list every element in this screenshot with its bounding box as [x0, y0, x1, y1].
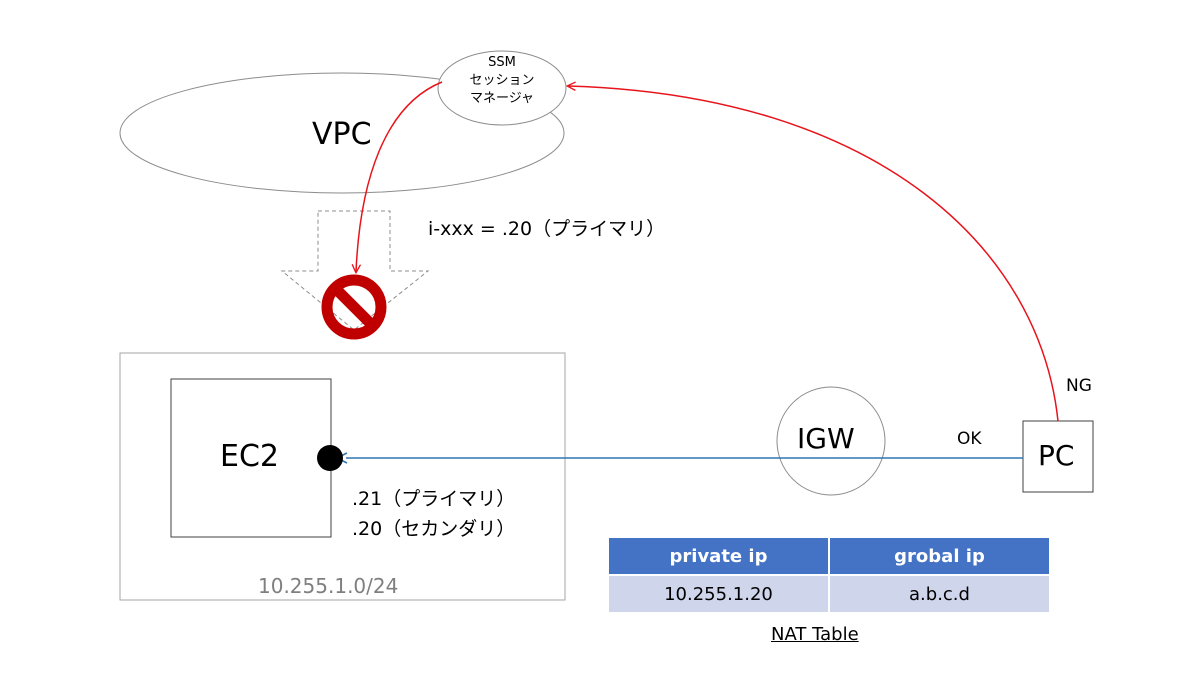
ec2-primary-ip: .21（プライマリ） [352, 488, 516, 510]
vpc-label: VPC [312, 117, 372, 152]
subnet-cidr-label: 10.255.1.0/24 [258, 574, 399, 598]
prohibited-icon [321, 274, 387, 340]
eni-dot [317, 445, 343, 471]
table-row: 10.255.1.20 a.b.c.d [609, 575, 1049, 612]
pc-label: PC [1038, 439, 1075, 472]
ng-label: NG [1066, 376, 1092, 396]
ssm-label: SSM セッション マネージャ [438, 54, 566, 108]
ssm-ellipse [437, 50, 567, 126]
ng-path-arrow [568, 86, 1059, 422]
ssm-label-line-1: SSM [488, 55, 516, 70]
ec2-label: EC2 [220, 439, 279, 474]
ok-label: OK [957, 429, 982, 449]
ssm-label-line-3: マネージャ [469, 91, 535, 106]
nat-header-global-ip: grobal ip [829, 538, 1049, 576]
instance-id-note: i-xxx = .20（プライマリ） [428, 218, 666, 240]
nat-cell-private-ip: 10.255.1.20 [609, 575, 830, 612]
nat-table-caption: NAT Table [771, 624, 859, 645]
nat-table: private ip grobal ip 10.255.1.20 a.b.c.d [609, 538, 1049, 612]
igw-circle [776, 386, 886, 496]
nat-header-private-ip: private ip [609, 538, 830, 576]
ec2-secondary-ip: .20（セカンダリ） [352, 518, 516, 540]
pc-box [1022, 420, 1094, 493]
nat-table-header-row: private ip grobal ip [609, 538, 1049, 576]
igw-label: IGW [797, 422, 855, 455]
nat-cell-global-ip: a.b.c.d [829, 575, 1049, 612]
ec2-box [170, 378, 332, 538]
ssm-to-ec2-arrow [356, 81, 443, 272]
ssm-label-line-2: セッション [469, 73, 535, 88]
